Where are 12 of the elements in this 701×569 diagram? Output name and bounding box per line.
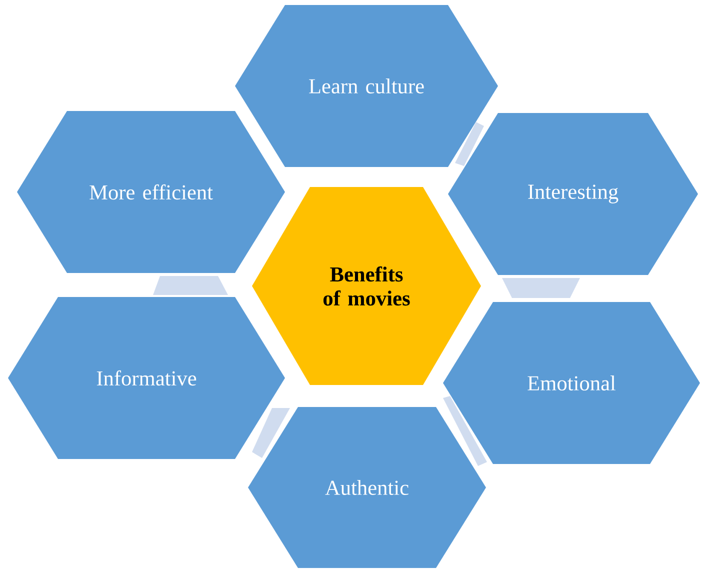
gap-shape xyxy=(455,122,484,166)
hexagon: Interesting xyxy=(448,113,698,275)
gap-shape xyxy=(153,276,228,295)
hexagon: Learn culture xyxy=(235,5,498,167)
gap-shape xyxy=(502,278,580,298)
gap-shape xyxy=(252,408,290,458)
hexagon: Authentic xyxy=(248,407,486,568)
gap-shape xyxy=(443,396,487,466)
hexagon: Informative xyxy=(8,297,285,459)
hexagon: Emotional xyxy=(443,302,700,464)
hexagon: More efficient xyxy=(17,111,285,273)
center-hexagon: Benefits of movies xyxy=(252,187,481,385)
